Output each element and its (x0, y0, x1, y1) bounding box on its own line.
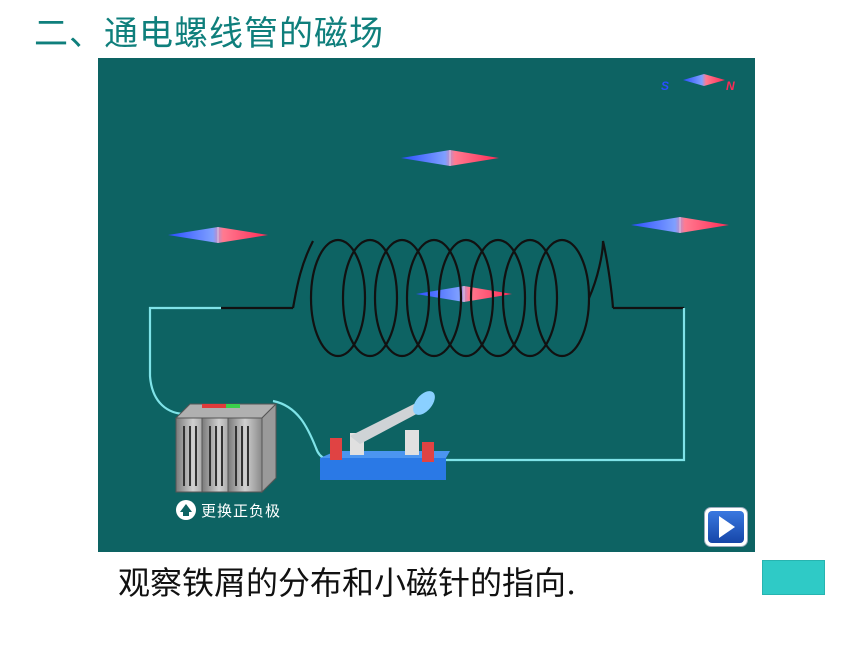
battery-icon (174, 402, 278, 494)
legend-compass: S N (661, 74, 735, 93)
legend-n-label: N (726, 79, 735, 93)
simulation-stage: S N (98, 58, 755, 552)
compass-needle-top (401, 150, 499, 166)
reverse-polarity-label: 更换正负极 (201, 501, 282, 520)
switch-icon[interactable] (320, 387, 450, 480)
arrow-up-icon (176, 500, 196, 520)
play-icon (719, 516, 735, 538)
page-title: 二、通电螺线管的磁场 (34, 14, 384, 54)
compass-needle-left (168, 227, 268, 243)
play-button[interactable] (705, 508, 747, 546)
solenoid-coil (221, 238, 684, 358)
legend-s-label: S (661, 79, 669, 93)
circuit-diagram: S N (148, 74, 735, 494)
compass-needle-right (631, 217, 729, 233)
compass-needle-center (416, 286, 512, 302)
reverse-polarity-button[interactable]: 更换正负极 (176, 499, 281, 521)
legend-needle (683, 74, 725, 86)
observation-caption: 观察铁屑的分布和小磁针的指向. (118, 564, 577, 602)
next-slide-button[interactable] (762, 560, 825, 595)
